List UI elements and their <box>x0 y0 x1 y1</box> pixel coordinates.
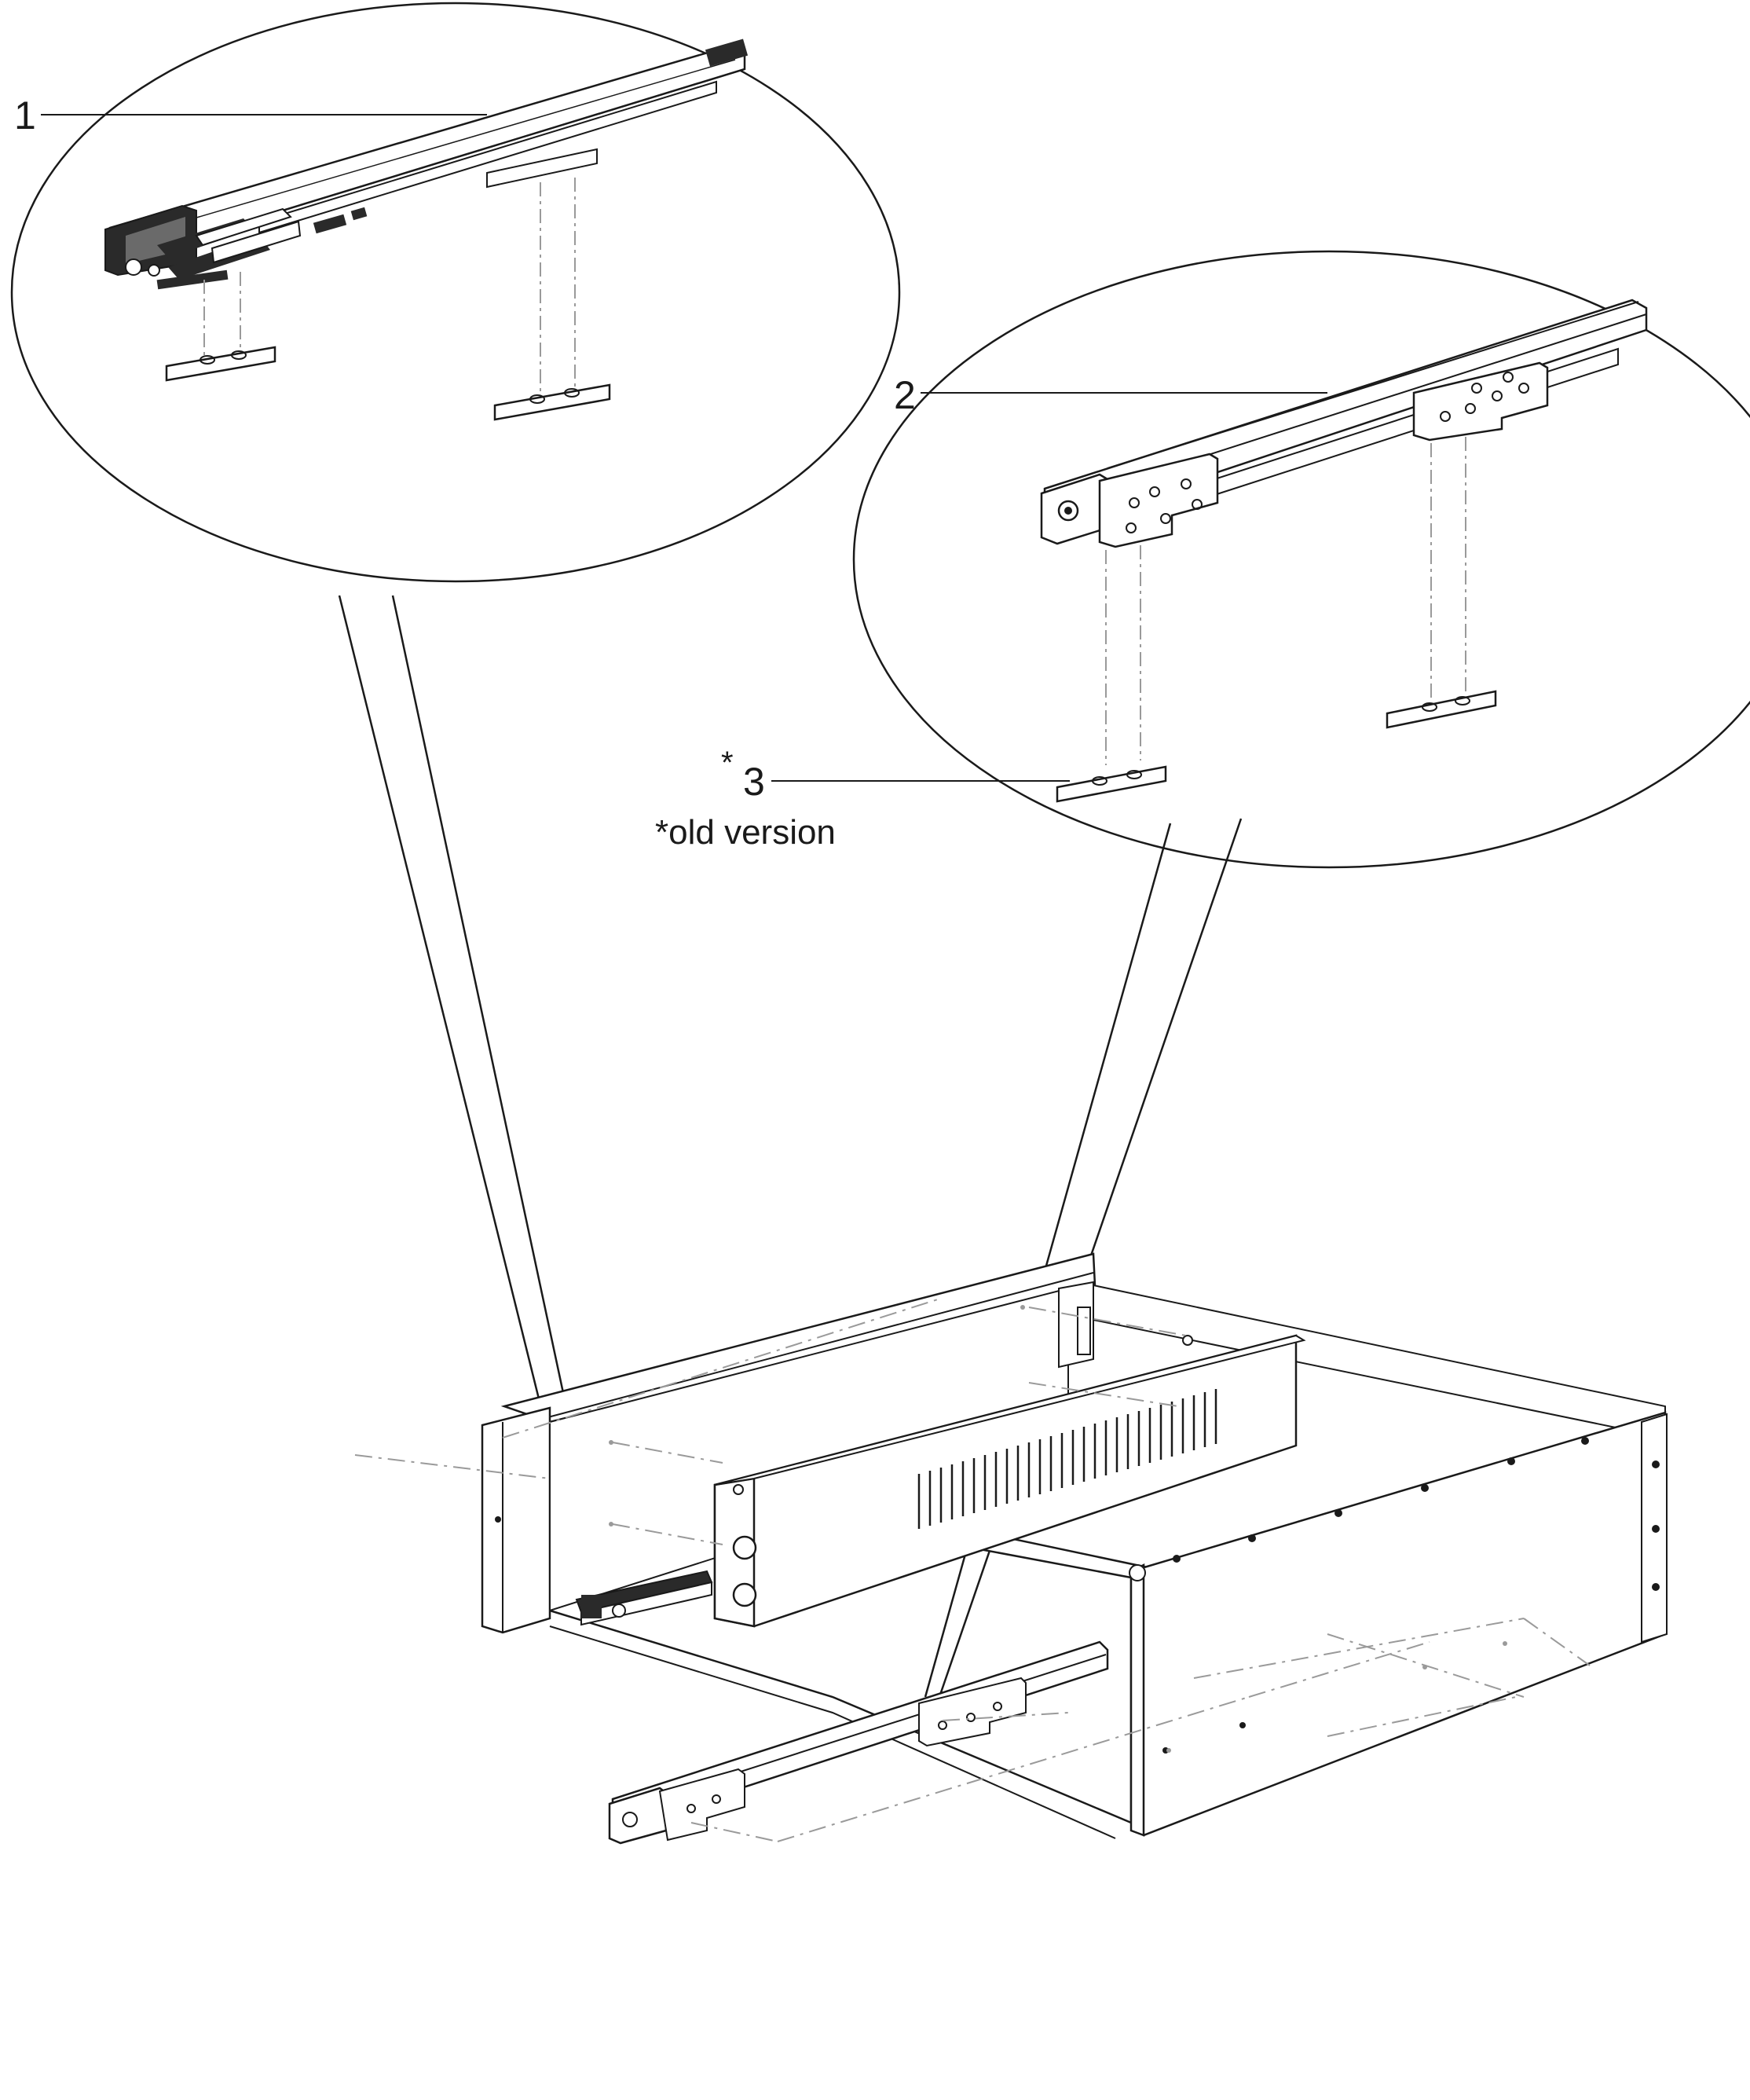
rail-2-rear-bracket <box>1412 361 1549 442</box>
phantom-hole-marks <box>609 1305 1507 1753</box>
old-version-note: *old version <box>655 813 836 852</box>
rail-2-front-bracket <box>1098 453 1219 548</box>
detail-ellipse-2 <box>852 250 1750 869</box>
alignment-lines-1 <box>203 178 576 398</box>
callout-3-star: * <box>721 746 734 780</box>
rail-1-mounting-tab <box>486 148 598 189</box>
cabinet-left-panel <box>481 1406 551 1634</box>
callout-1-number: 1 <box>14 93 36 137</box>
heater-box <box>713 1334 1306 1628</box>
callout-2: 2 <box>894 373 1327 417</box>
drawer-cabinet-assembly <box>354 1252 1668 1845</box>
phantom-lines <box>354 1297 1591 1842</box>
detail-circle-2: 2 * 3 <box>721 250 1750 1698</box>
detail-ellipse-1 <box>10 2 901 583</box>
callout-2-number: 2 <box>894 373 916 417</box>
slide-rail-2 <box>1040 299 1648 548</box>
callout-1: 1 <box>14 93 487 137</box>
callout-3-number: 3 <box>743 760 765 804</box>
mounting-plate-2a <box>1056 765 1167 803</box>
mounting-plate-2b <box>1386 690 1497 729</box>
slide-rail-1 <box>104 38 749 290</box>
heater-vent-slots <box>917 1389 1217 1529</box>
rail-1-front-mechanism <box>104 204 368 290</box>
mounting-plate-1a <box>165 346 276 382</box>
detail-circle-1: 1 <box>10 2 901 1596</box>
callout-3: * 3 <box>721 746 1070 804</box>
installed-slide-left <box>575 1570 713 1626</box>
installed-slide-front <box>608 1640 1109 1845</box>
mounting-plate-1b <box>493 383 611 421</box>
alignment-lines-2 <box>1105 437 1466 765</box>
rail-1-end-cap <box>705 38 749 67</box>
cabinet-right-panel <box>1129 1411 1668 1837</box>
